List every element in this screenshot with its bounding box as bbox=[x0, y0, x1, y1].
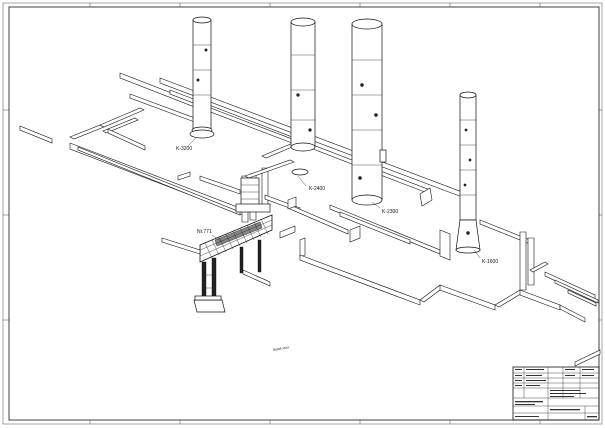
tag-k1600: K-1600 bbox=[482, 259, 498, 265]
column-k3200 bbox=[189, 16, 215, 139]
ladder-structure bbox=[235, 177, 271, 213]
detail-note: Detail xxxx bbox=[272, 345, 289, 352]
column-k2400 bbox=[290, 17, 316, 176]
title-block bbox=[512, 366, 600, 421]
column-k1600 bbox=[455, 91, 481, 254]
equipment-tags: K-3200 K-2400 K-2300 K-1600 Nr.771 Detai… bbox=[176, 137, 498, 352]
tag-k2400: K-2400 bbox=[309, 186, 325, 192]
tag-k3200: K-3200 bbox=[176, 146, 192, 152]
pipe-rack-771 bbox=[161, 214, 273, 313]
tag-rack: Nr.771 bbox=[197, 229, 212, 235]
border-ticks bbox=[3, 3, 602, 424]
tag-k2300: K-2300 bbox=[382, 209, 398, 215]
sheet-inner-border bbox=[8, 6, 600, 421]
column-k2300 bbox=[351, 18, 387, 206]
